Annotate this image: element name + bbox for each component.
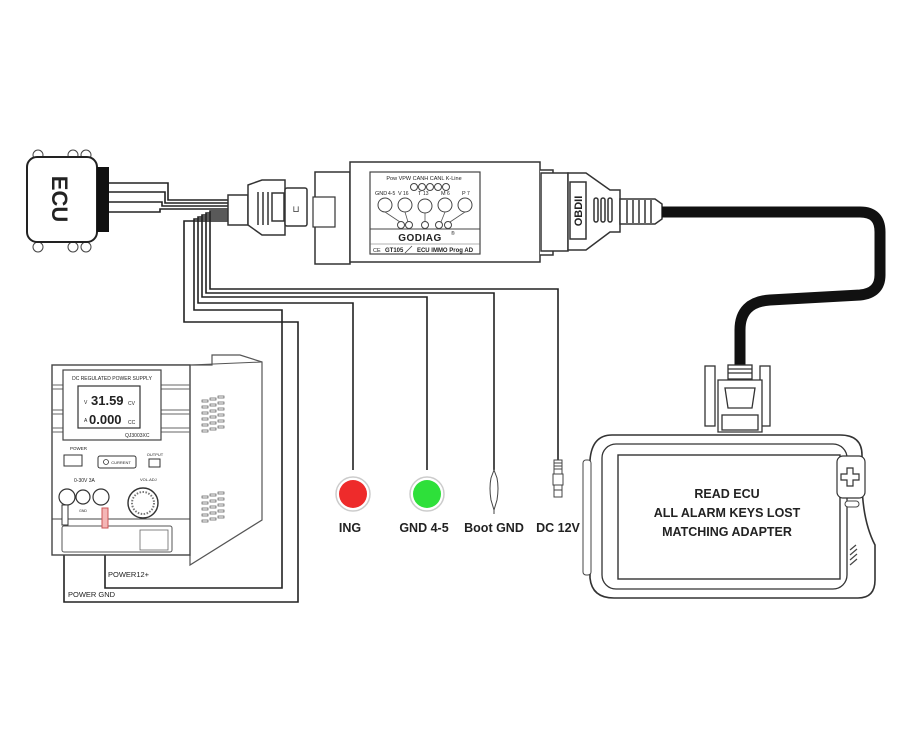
label-dc12v: DC 12V — [536, 521, 580, 535]
vent-slots — [201, 395, 225, 523]
connector-dc12v: DC 12V — [536, 459, 581, 535]
ecu-label: ECU — [47, 176, 72, 222]
current-value: 0.000 — [89, 412, 122, 427]
registered-mark: ® — [451, 230, 455, 237]
speaker-grille-icon — [849, 544, 858, 566]
pin-labels: GND V T M P 4-5 16 13 6 7 — [375, 191, 470, 197]
power-supply: DC REGULATED POWER SUPPLY V 31.59 CV A 0… — [51, 354, 263, 599]
label-gnd45: GND 4-5 — [399, 521, 448, 535]
pin-num-m: 6 — [447, 191, 450, 197]
voltage-value: 31.59 — [91, 393, 124, 408]
pin-num-v: 16 — [403, 191, 409, 197]
model-label: GT105 — [385, 248, 404, 254]
brand-logo: GODIAG — [398, 233, 442, 244]
psu-model: QJ3003XC — [125, 433, 150, 439]
label-power12: POWER12+ — [108, 570, 150, 579]
screen-line-1: READ ECU — [694, 487, 759, 501]
ing-clip-red — [339, 480, 367, 508]
pin-num-p: 7 — [467, 191, 470, 197]
wire-bundle — [63, 182, 559, 603]
pin-label-v: V — [398, 191, 402, 197]
wire-boot-gnd — [205, 212, 495, 470]
gt105-adapter: Pow VPW CANH CANL K-Line GND V T M P 4-5… — [312, 161, 554, 265]
obdii-connector: OBDII — [540, 172, 663, 252]
pin-num-t: 13 — [423, 191, 429, 197]
obd-plug-left: ⊔ — [227, 179, 308, 236]
vol-adj-label: VOL.ADJ — [140, 477, 157, 482]
output-label: OUTPUT — [147, 452, 164, 457]
wire-dc12v — [209, 210, 559, 460]
wire-ing — [197, 216, 354, 470]
connector-gnd45: GND 4-5 — [399, 476, 449, 535]
current-button-label: CURRENT — [111, 460, 131, 465]
alligator-clip-icon — [489, 468, 499, 512]
voltage-unit: V — [84, 400, 88, 406]
plus-button-icon[interactable] — [840, 467, 860, 487]
voltage-mode: CV — [128, 401, 136, 407]
connector-boot-gnd: Boot GND — [464, 468, 524, 535]
current-button[interactable] — [97, 455, 137, 469]
barrel-plug-icon — [552, 459, 564, 498]
obdii-label: OBDII — [573, 196, 585, 227]
pin-circles-small — [397, 221, 452, 229]
gnd45-clip-green — [413, 480, 441, 508]
wire-power-gnd — [63, 220, 299, 603]
pin-header: Pow VPW CANH CANL K-Line — [386, 176, 461, 182]
gnd-terminal-label: GND — [79, 509, 87, 513]
db-connector — [704, 364, 771, 433]
current-unit: A — [84, 418, 88, 424]
current-mode: CC — [128, 420, 136, 426]
connector-ing: ING — [335, 476, 371, 535]
pin-label-m: M — [441, 191, 446, 197]
pin-circles-top — [410, 183, 450, 191]
pin-circles-big — [377, 197, 473, 214]
label-ing: ING — [339, 521, 361, 535]
ecu-module: ECU — [26, 149, 109, 253]
diagnostic-tablet: READ ECU ALL ALARM KEYS LOST MATCHING AD… — [582, 434, 876, 599]
power-label: POWER — [70, 446, 88, 451]
ce-mark: CE — [373, 248, 381, 254]
pin-label-gnd: GND — [375, 191, 387, 197]
output-button[interactable] — [148, 458, 161, 468]
obd-cable — [662, 206, 886, 370]
screen-line-2: ALL ALARM KEYS LOST — [654, 506, 801, 520]
svg-text:⊔: ⊔ — [292, 204, 299, 214]
psu-title: DC REGULATED POWER SUPPLY — [72, 376, 152, 382]
power-switch[interactable] — [63, 454, 83, 467]
label-power-gnd: POWER GND — [68, 590, 116, 599]
wire-power12 — [104, 218, 283, 589]
pin-label-t: T — [418, 191, 422, 197]
pin-num-gnd: 4-5 — [388, 191, 395, 197]
wire-gnd45 — [201, 214, 428, 470]
label-boot-gnd: Boot GND — [464, 521, 524, 535]
screen-line-3: MATCHING ADAPTER — [662, 525, 792, 539]
range-label: 0-30V 3A — [74, 478, 96, 484]
product-name: ECU IMMO Prog AD — [417, 248, 474, 254]
pin-label-p: P — [462, 191, 466, 197]
